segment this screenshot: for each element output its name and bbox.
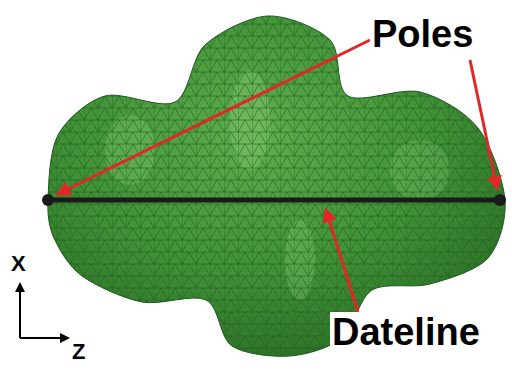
leader-arrow xyxy=(58,40,370,194)
pole-dot xyxy=(494,194,506,206)
poles-label: Poles xyxy=(370,14,475,56)
axis-arrow xyxy=(19,284,21,338)
axis-label: Z xyxy=(70,340,87,364)
leader-arrow xyxy=(326,210,358,312)
dateline-label: Dateline xyxy=(330,312,482,354)
axis-label: X xyxy=(9,252,28,276)
axis-arrow xyxy=(20,337,68,339)
pole-dot xyxy=(42,194,54,206)
dateline-line xyxy=(48,198,500,203)
leader-arrow xyxy=(470,60,497,188)
